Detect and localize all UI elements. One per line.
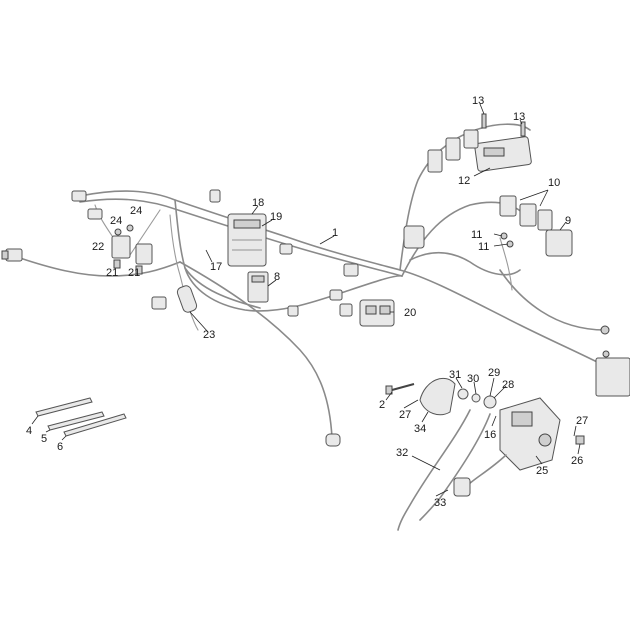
leader-lines	[31, 103, 581, 497]
part-20-module	[359, 299, 395, 327]
callout-4: 4	[26, 425, 32, 437]
callout-11b: 11	[478, 241, 489, 253]
callout-labels: 1 2 4 5 6 8 9 10 11 11 12 13 13 16 17 18…	[26, 95, 588, 509]
cables-32-33	[397, 409, 491, 531]
washers-29-31	[457, 388, 497, 409]
top-left-connector	[71, 190, 103, 220]
harness-connectors	[209, 189, 359, 317]
callout-5: 5	[41, 433, 47, 445]
callout-27a: 27	[399, 409, 411, 421]
callout-11a: 11	[471, 229, 482, 241]
connector-left-of-11	[403, 225, 425, 249]
ecu-connector	[247, 271, 269, 303]
callout-28: 28	[502, 379, 514, 391]
callout-20: 20	[404, 307, 416, 319]
callout-30: 30	[467, 373, 479, 385]
callout-16: 16	[484, 429, 496, 441]
callout-24a: 24	[110, 215, 122, 227]
bolt-26	[575, 435, 585, 445]
callout-25: 25	[536, 465, 548, 477]
callout-13b: 13	[513, 111, 525, 123]
callout-22: 22	[92, 241, 104, 253]
callout-21a: 21	[106, 267, 118, 279]
left-connector	[1, 248, 23, 262]
callout-12: 12	[458, 175, 470, 187]
regulator-connector	[453, 454, 507, 497]
callout-29: 29	[488, 367, 500, 379]
callout-21b: 21	[128, 267, 140, 279]
callout-8: 8	[274, 271, 280, 283]
callout-6: 6	[57, 441, 63, 453]
callout-27b: 27	[576, 415, 588, 427]
callout-2: 2	[379, 399, 385, 411]
upper-connector-chain	[427, 129, 479, 173]
callout-31: 31	[449, 369, 461, 381]
sensor-23	[151, 285, 198, 313]
callout-34: 34	[414, 423, 426, 435]
connector-block-12	[474, 136, 532, 172]
callout-1: 1	[332, 227, 338, 239]
callout-9: 9	[565, 215, 571, 227]
connector-group-10	[499, 195, 553, 231]
ground-terminal	[600, 325, 610, 335]
end-plug	[325, 433, 341, 447]
main-harness	[19, 123, 629, 439]
callout-26: 26	[571, 455, 583, 467]
callout-10: 10	[548, 177, 560, 189]
callout-17: 17	[210, 261, 222, 273]
callout-13a: 13	[472, 95, 484, 107]
connector-9	[545, 229, 573, 257]
bolt-2	[385, 383, 415, 395]
terminals-11	[500, 232, 514, 248]
cover-34	[419, 378, 456, 416]
callout-18: 18	[252, 197, 264, 209]
ecu-unit	[227, 213, 267, 267]
battery	[595, 350, 630, 397]
callout-24b: 24	[130, 205, 142, 217]
cable-ties	[35, 397, 127, 437]
callout-33: 33	[434, 497, 446, 509]
callout-19: 19	[270, 211, 282, 223]
regulator-25	[499, 397, 561, 471]
callout-32: 32	[396, 447, 408, 459]
relay-group	[111, 224, 153, 275]
callout-23: 23	[203, 329, 215, 341]
